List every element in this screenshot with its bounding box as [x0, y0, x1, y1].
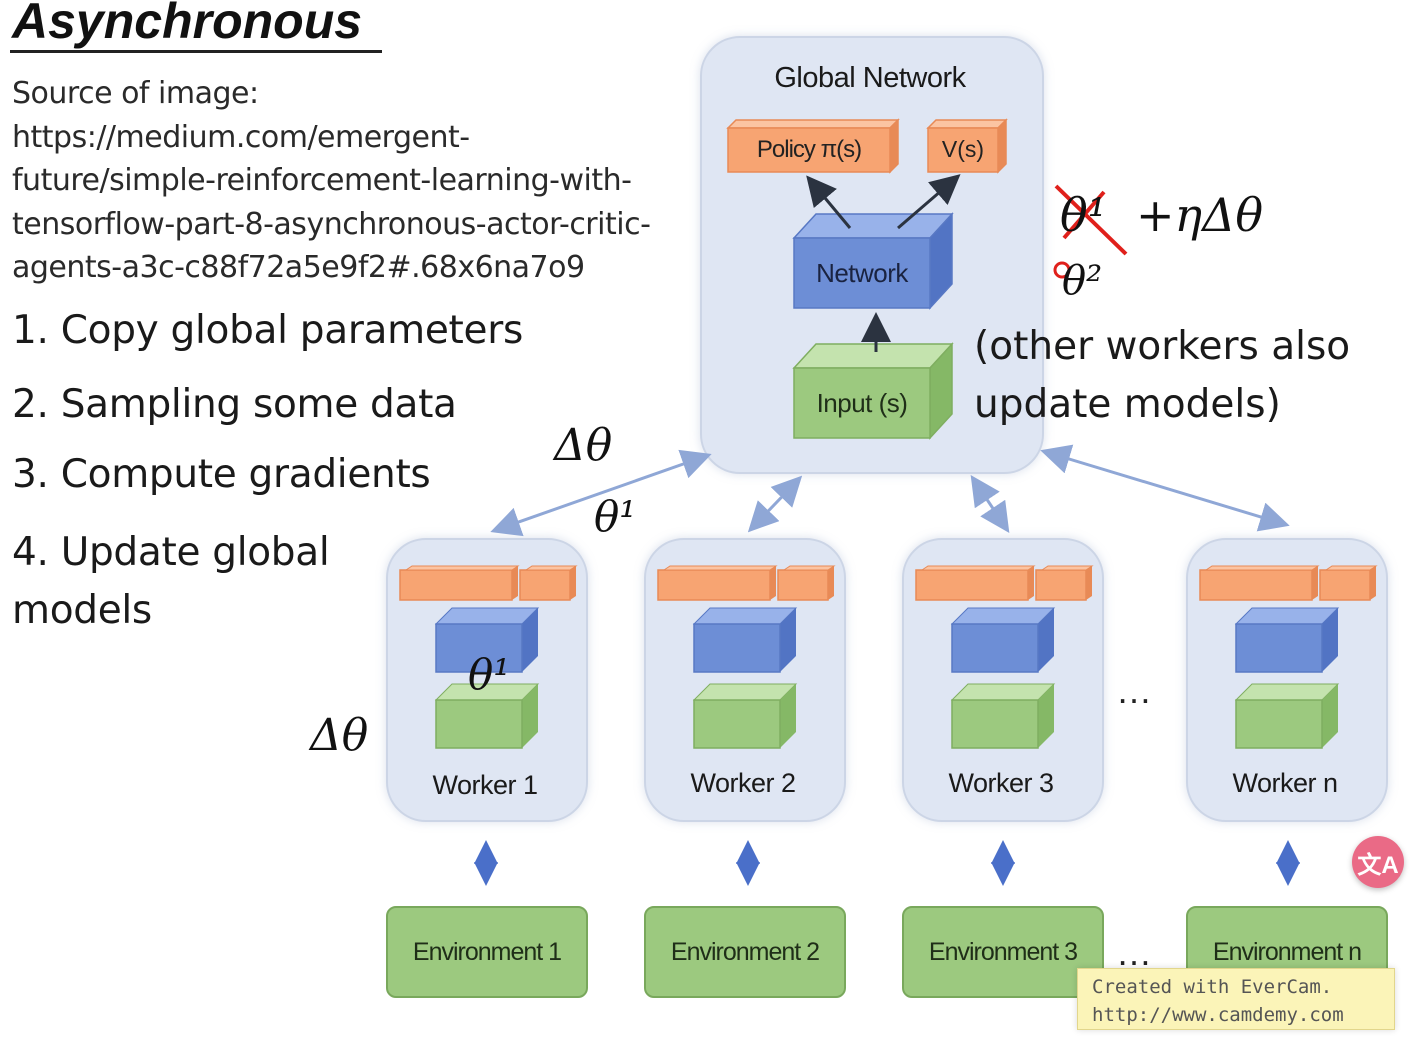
theta1-worker-label: θ¹ [468, 650, 511, 699]
worker1-network-cube [434, 607, 540, 673]
source-url-line: agents-a3c-c88f72a5e9f2#.68x6na7o9 [12, 250, 585, 285]
environment-1: Environment 1 [386, 906, 588, 998]
translate-icon[interactable]: 文A [1352, 836, 1404, 888]
worker3-value-box [1035, 565, 1094, 601]
network-label: Network [816, 258, 908, 288]
evercam-watermark: Created with EverCam. http://www.camdemy… [1077, 968, 1395, 1030]
worker3-input-cube [950, 683, 1056, 749]
policy-box [726, 118, 900, 174]
theta2: θ² [1062, 258, 1103, 304]
step-4-cont: models [12, 588, 152, 633]
worker2-input-cube [692, 683, 798, 749]
global-workern-arrow [1040, 444, 1290, 532]
worker-label-1: Worker 1 [432, 770, 538, 800]
title-underline [10, 50, 382, 53]
other-workers-note-line1: (other workers also [974, 324, 1351, 369]
worker1-value-box [519, 565, 578, 601]
workern-network-cube [1234, 607, 1340, 673]
step-2: 2. Sampling some data [12, 382, 457, 427]
workern-policy-box [1199, 565, 1320, 601]
environment-2: Environment 2 [644, 906, 846, 998]
update-expression: +ηΔθ [1136, 188, 1264, 242]
delta-theta-left: Δθ [310, 710, 369, 761]
workers-ellipsis: … [1116, 670, 1152, 711]
network-cube [792, 212, 954, 310]
environment-3: Environment 3 [902, 906, 1104, 998]
theta1-struck: θ¹ [1060, 188, 1107, 242]
worker3-policy-box [915, 565, 1036, 601]
environments-ellipsis: … [1116, 932, 1152, 973]
worker2-value-box [777, 565, 836, 601]
watermark-line2: http://www.camdemy.com [1092, 1004, 1344, 1026]
network-to-value-arrow [897, 174, 961, 230]
strike-line [1054, 184, 1128, 256]
source-url-line: https://medium.com/emergent- [12, 119, 470, 155]
input-cube [792, 342, 954, 440]
worker-label-2: Worker 2 [690, 768, 796, 798]
worker2-network-cube [692, 607, 798, 673]
source-url-line: future/simple-reinforcement-learning-wit… [12, 163, 632, 198]
worker1-input-cube [434, 683, 540, 749]
source-label: Source of image: [12, 76, 259, 111]
global-worker3-arrow [970, 475, 1010, 533]
delta-theta-top: Δθ [554, 420, 613, 471]
policy-label: Policy π(s) [756, 136, 862, 163]
workern-value-box [1319, 565, 1378, 601]
theta1-arrow-label: θ¹ [594, 492, 637, 541]
other-workers-note-line2: update models) [974, 382, 1281, 427]
watermark-line1: Created with EverCam. [1092, 976, 1333, 998]
slide-title: Asynchronous [12, 0, 363, 49]
step-3: 3. Compute gradients [12, 452, 431, 497]
workern-input-cube [1234, 683, 1340, 749]
global-worker1-arrow [490, 449, 712, 537]
strike-line [1062, 190, 1106, 240]
step-1: 1. Copy global parameters [12, 308, 523, 353]
global-worker2-arrow [747, 475, 803, 533]
value-label: V(s) [941, 136, 985, 162]
step-4: 4. Update global [12, 530, 330, 575]
worker-label-3: Worker 3 [948, 768, 1054, 798]
worker1-policy-box [399, 565, 520, 601]
red-cursor-dot [1053, 261, 1071, 279]
global-network-title: Global Network [774, 62, 966, 94]
worker2-policy-box [657, 565, 778, 601]
value-box [926, 118, 1008, 174]
source-url-line: tensorflow-part-8-asynchronous-actor-cri… [12, 206, 651, 242]
source-block: Source of image: https://medium.com/emer… [12, 72, 682, 290]
worker3-network-cube [950, 607, 1056, 673]
network-to-policy-arrow [806, 175, 852, 229]
input-label: Input (s) [816, 388, 908, 418]
worker-label-n: Worker n [1232, 768, 1338, 798]
